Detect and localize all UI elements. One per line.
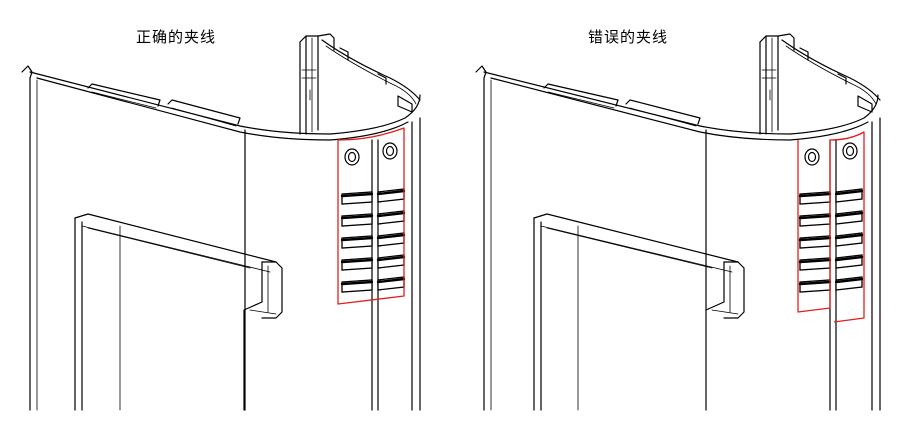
caption-correct: 正确的夹线 — [136, 28, 217, 46]
clamp-line-wrong — [797, 140, 831, 313]
cabinet-body — [21, 33, 421, 411]
clamp-line-wrong-outer — [829, 131, 865, 323]
drawing-correct — [21, 33, 421, 411]
vent-slots-wrong — [798, 188, 864, 293]
cabinet-body — [475, 33, 881, 411]
caption-wrong: 错误的夹线 — [588, 28, 669, 46]
panel-wrong: 错误的夹线 — [450, 0, 900, 427]
drawing-wrong — [475, 33, 881, 411]
clamp-line-correct — [337, 127, 405, 305]
panel-correct: 正确的夹线 — [21, 28, 421, 411]
vent-slots-correct — [340, 188, 406, 293]
